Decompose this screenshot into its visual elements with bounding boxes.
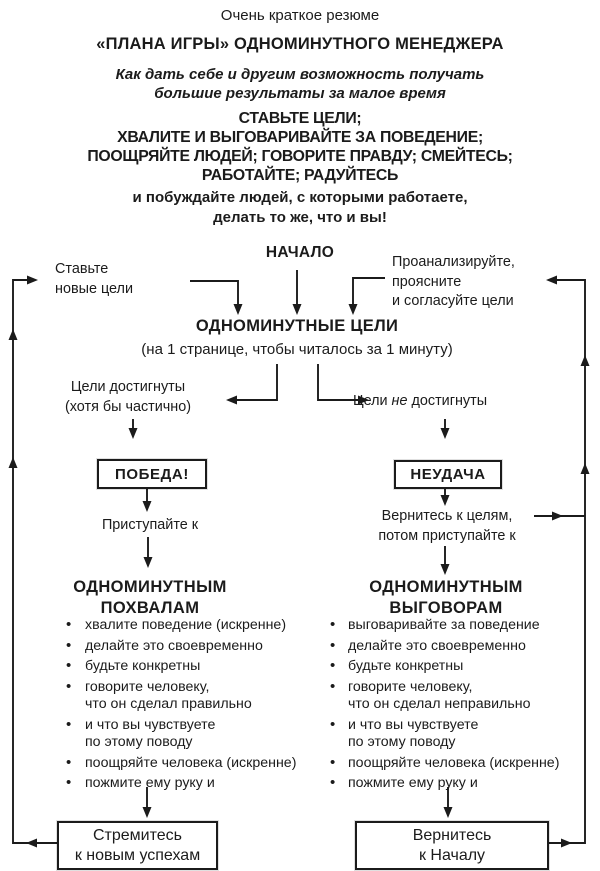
praise-list: хвалите поведение (искренне) делайте это… — [62, 616, 312, 796]
praise-item: пожмите ему руку и — [62, 774, 312, 793]
arrow-win-to-proceed — [142, 486, 152, 512]
arrow-set-new-goals-to-goals — [190, 280, 243, 315]
label-analyze-goals: Проанализируйте, проясните и согласуйте … — [392, 253, 515, 312]
creed-line-3: ПООЩРЯЙТЕ ЛЮДЕЙ; ГОВОРИТЕ ПРАВДУ; СМЕЙТЕ… — [87, 148, 513, 165]
arrow-start-to-goals — [292, 270, 302, 315]
node-return-box: Вернитесь к Началу — [355, 821, 549, 870]
heading-one-minute-praisings: ОДНОМИНУТНЫМ ПОХВАЛАМ — [73, 577, 227, 619]
label-not-achieved-emph: не — [391, 393, 408, 409]
label-not-achieved-pre: Цели — [352, 393, 392, 409]
heading-praisings-line-1: ОДНОМИНУТНЫМ — [73, 578, 227, 596]
label-analyze-line-2: проясните — [392, 273, 462, 290]
label-goals-achieved-line-2: (хотя бы частично) — [64, 398, 192, 415]
label-goals-not-achieved: Цели не достигнуты — [353, 392, 487, 412]
label-set-new-goals-line-2: новые цели — [55, 280, 133, 297]
label-return-to-goals: Вернитесь к целям, потом приступайте к — [378, 507, 515, 546]
label-analyze-line-3: и согласуйте цели — [392, 293, 514, 309]
praise-item: хвалите поведение (искренне) — [62, 616, 312, 635]
praise-item: и что вы чувствуете по этому поводу — [62, 716, 312, 752]
node-strive-line-1: Стремитесь — [93, 826, 182, 844]
node-fail-box: НЕУДАЧА — [394, 460, 502, 489]
subtitle-line-2: большие результаты за малое время — [154, 85, 446, 102]
arrow-not-achieved-to-fail — [440, 419, 450, 439]
label-not-achieved-post: достигнуты — [407, 393, 488, 409]
loop-left-edge — [8, 275, 57, 848]
label-goals-achieved: Цели достигнуты (хотя бы частично) — [65, 378, 191, 417]
arrow-goals-to-achieved — [226, 364, 278, 405]
arrow-proceed-to-praise — [143, 537, 153, 568]
subtitle-line-1: Как дать себе и другим возможность получ… — [115, 66, 485, 83]
creed-line-4: РАБОТАЙТЕ; РАДУЙТЕСЬ — [201, 167, 399, 184]
arrow-return-to-right-loop — [534, 511, 585, 521]
call-line-1: и побуждайте людей, с которыми работаете… — [132, 189, 468, 206]
arrow-return-to-reprimand — [440, 546, 450, 575]
arrow-achieved-to-win — [128, 419, 138, 439]
node-one-minute-goals-note: (на 1 странице, чтобы читалось за 1 мину… — [141, 341, 453, 358]
arrow-fail-to-return — [440, 486, 450, 506]
page-title: «ПЛАНА ИГРЫ» ОДНОМИНУТНОГО МЕНЕДЖЕРА — [96, 35, 504, 53]
node-one-minute-goals: ОДНОМИНУТНЫЕ ЦЕЛИ — [195, 317, 399, 335]
reprimand-item: пожмите ему руку и — [330, 774, 580, 793]
node-win-label: ПОБЕДА! — [115, 465, 189, 483]
praise-item: будьте конкретны — [62, 657, 312, 676]
reprimand-item: говорите человеку, что он сделал неправи… — [330, 678, 580, 714]
label-set-new-goals-line-1: Ставьте — [55, 261, 109, 277]
label-return-to-goals-line-2: потом приступайте к — [378, 527, 516, 544]
reprimand-item: поощряйте человека (искренне) — [330, 754, 580, 773]
praise-item: говорите человеку, что он сделал правиль… — [62, 678, 312, 714]
summary-kicker: Очень краткое резюме — [220, 7, 380, 24]
node-start: НАЧАЛО — [265, 244, 335, 261]
arrow-analyze-to-goals — [348, 277, 385, 315]
heading-praisings-line-2: ПОХВАЛАМ — [100, 599, 200, 617]
creed-line-2: ХВАЛИТЕ И ВЫГОВАРИВАЙТЕ ЗА ПОВЕДЕНИЕ; — [117, 129, 483, 146]
heading-reprimands-line-1: ОДНОМИНУТНЫМ — [369, 578, 523, 596]
node-return-line-2: к Началу — [418, 846, 486, 864]
reprimand-item: делайте это своевременно — [330, 637, 580, 656]
reprimand-item: и что вы чувствуете по этому поводу — [330, 716, 580, 752]
node-strive-box: Стремитесь к новым успехам — [57, 821, 218, 870]
node-win-box: ПОБЕДА! — [97, 459, 207, 489]
reprimand-list: выговаривайте за поведение делайте это с… — [330, 616, 580, 796]
node-strive-line-2: к новым успехам — [74, 846, 201, 864]
praise-item: поощряйте человека (искренне) — [62, 754, 312, 773]
praise-item: делайте это своевременно — [62, 637, 312, 656]
label-goals-achieved-line-1: Цели достигнуты — [70, 379, 186, 395]
node-fail-label: НЕУДАЧА — [410, 466, 486, 483]
label-return-to-goals-line-1: Вернитесь к целям, — [381, 508, 513, 524]
heading-reprimands-line-2: ВЫГОВОРАМ — [389, 599, 503, 617]
label-analyze-line-1: Проанализируйте, — [392, 254, 515, 270]
heading-one-minute-reprimands: ОДНОМИНУТНЫМ ВЫГОВОРАМ — [369, 577, 523, 619]
creed-line-1: СТАВЬТЕ ЦЕЛИ; — [238, 110, 362, 127]
label-set-new-goals: Ставьте новые цели — [55, 260, 133, 299]
label-proceed-to: Приступайте к — [101, 517, 199, 533]
node-return-line-1: Вернитесь — [412, 826, 492, 844]
reprimand-item: будьте конкретны — [330, 657, 580, 676]
call-line-2: делать то же, что и вы! — [213, 209, 387, 226]
reprimand-item: выговаривайте за поведение — [330, 616, 580, 635]
